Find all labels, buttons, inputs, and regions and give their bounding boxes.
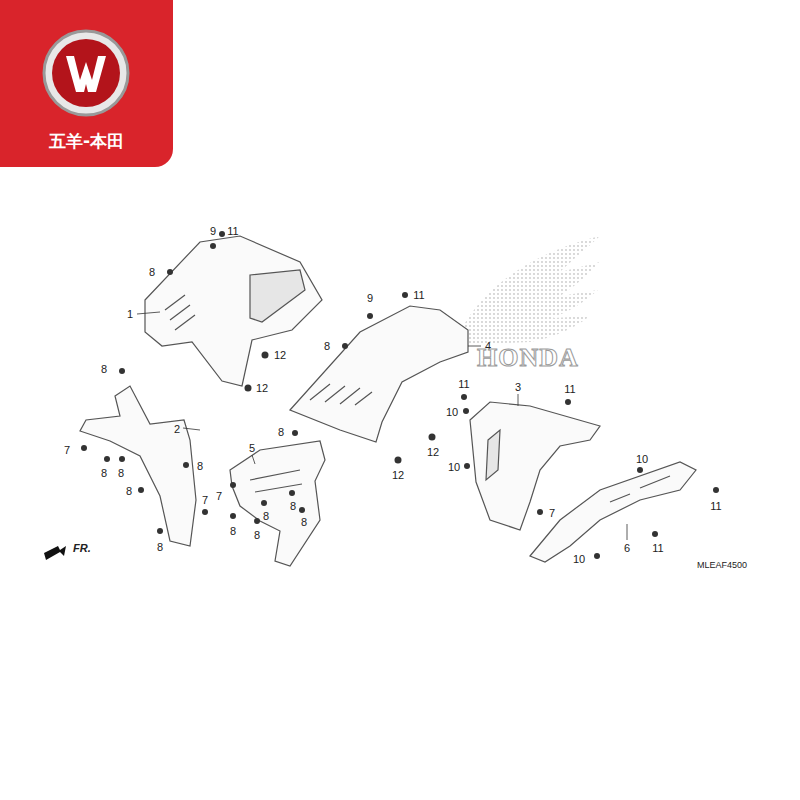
callout-number: 6 [624, 543, 630, 554]
callout-number: 12 [256, 383, 268, 394]
callout-number: 8 [278, 427, 284, 438]
brand-watermark: HONDA [477, 345, 579, 371]
callout-number: 12 [274, 350, 286, 361]
part-outline [80, 386, 196, 546]
callout-number: 9 [210, 226, 216, 237]
callout-number: 10 [573, 554, 585, 565]
callout-number: 10 [636, 454, 648, 465]
callout-number: 8 [290, 501, 296, 512]
callout-number: 7 [216, 491, 222, 502]
callout-number: 7 [549, 508, 555, 519]
callout-number: 8 [263, 511, 269, 522]
callout-number: 8 [157, 542, 163, 553]
callout-number: 12 [427, 447, 439, 458]
callout-number: 8 [324, 341, 330, 352]
callout-number: 10 [446, 407, 458, 418]
callout-number: 7 [64, 445, 70, 456]
callout-number: 12 [392, 470, 404, 481]
callout-number: 11 [564, 384, 575, 395]
part-outline [290, 306, 468, 442]
logo-banner: 五羊-本田 [0, 0, 173, 167]
callout-number: 8 [254, 530, 260, 541]
callout-number: 8 [101, 364, 107, 375]
callout-number: 8 [149, 267, 155, 278]
front-arrow [44, 546, 66, 560]
wing-watermark [455, 236, 600, 345]
callout-number: 3 [515, 382, 521, 393]
part-outline [145, 236, 322, 386]
callout-number: 11 [652, 543, 663, 554]
callout-number: 8 [197, 461, 203, 472]
callout-number: 7 [202, 495, 208, 506]
callout-number: 11 [413, 290, 424, 301]
callout-number: 11 [227, 226, 238, 237]
part-outline [230, 441, 325, 566]
part-outline [530, 462, 696, 562]
callout-number: 2 [174, 424, 180, 435]
callout-number: 5 [249, 443, 255, 454]
logo-emblem [0, 0, 173, 120]
leader-lines [137, 312, 627, 540]
front-indicator: FR. [73, 543, 91, 554]
callout-number: 11 [458, 379, 469, 390]
callout-number: 8 [301, 517, 307, 528]
callout-number: 11 [710, 501, 721, 512]
callout-number: 8 [101, 468, 107, 479]
fastener-symbols [81, 231, 719, 559]
brand-name: 五羊-本田 [0, 130, 173, 153]
callout-number: 9 [367, 293, 373, 304]
callout-number: 1 [127, 309, 133, 320]
diagram-code: MLEAF4500 [697, 561, 747, 570]
callout-number: 10 [448, 462, 460, 473]
callout-number: 8 [230, 526, 236, 537]
callout-number: 8 [118, 468, 124, 479]
callout-number: 8 [126, 486, 132, 497]
